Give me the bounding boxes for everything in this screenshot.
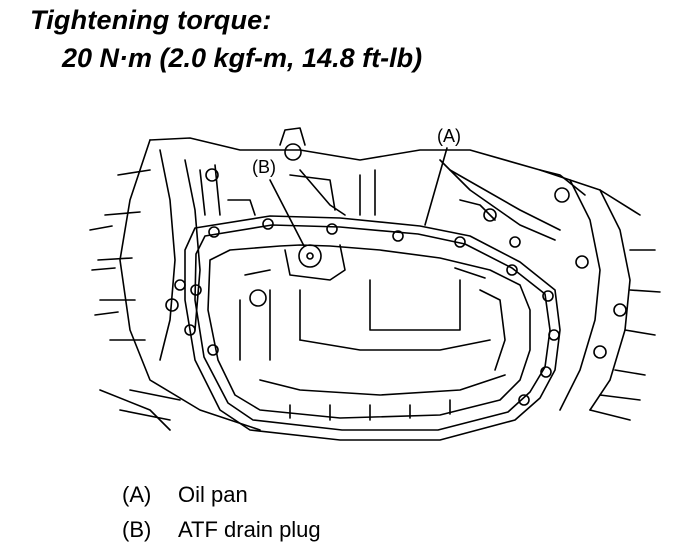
legend-key: (A) bbox=[122, 482, 152, 507]
legend-label: Oil pan bbox=[178, 482, 248, 507]
callout-a: (A) bbox=[437, 126, 461, 146]
legend-key: (B) bbox=[122, 517, 152, 542]
legend-label: ATF drain plug bbox=[178, 517, 321, 542]
leader-line-b bbox=[269, 179, 305, 247]
legend-item-drain-plug: (B) ATF drain plug bbox=[122, 517, 321, 543]
oil-pan bbox=[174, 215, 561, 441]
torque-spec: 20 N·m (2.0 kgf-m, 14.8 ft-lb) bbox=[62, 43, 423, 73]
leader-line-a bbox=[424, 147, 448, 226]
oil-pan-illustration bbox=[89, 127, 661, 441]
torque-title: Tightening torque: bbox=[30, 5, 272, 35]
legend-item-oil-pan: (A) Oil pan bbox=[122, 482, 248, 508]
callout-b: (B) bbox=[252, 157, 276, 177]
transmission-housing bbox=[89, 127, 661, 431]
